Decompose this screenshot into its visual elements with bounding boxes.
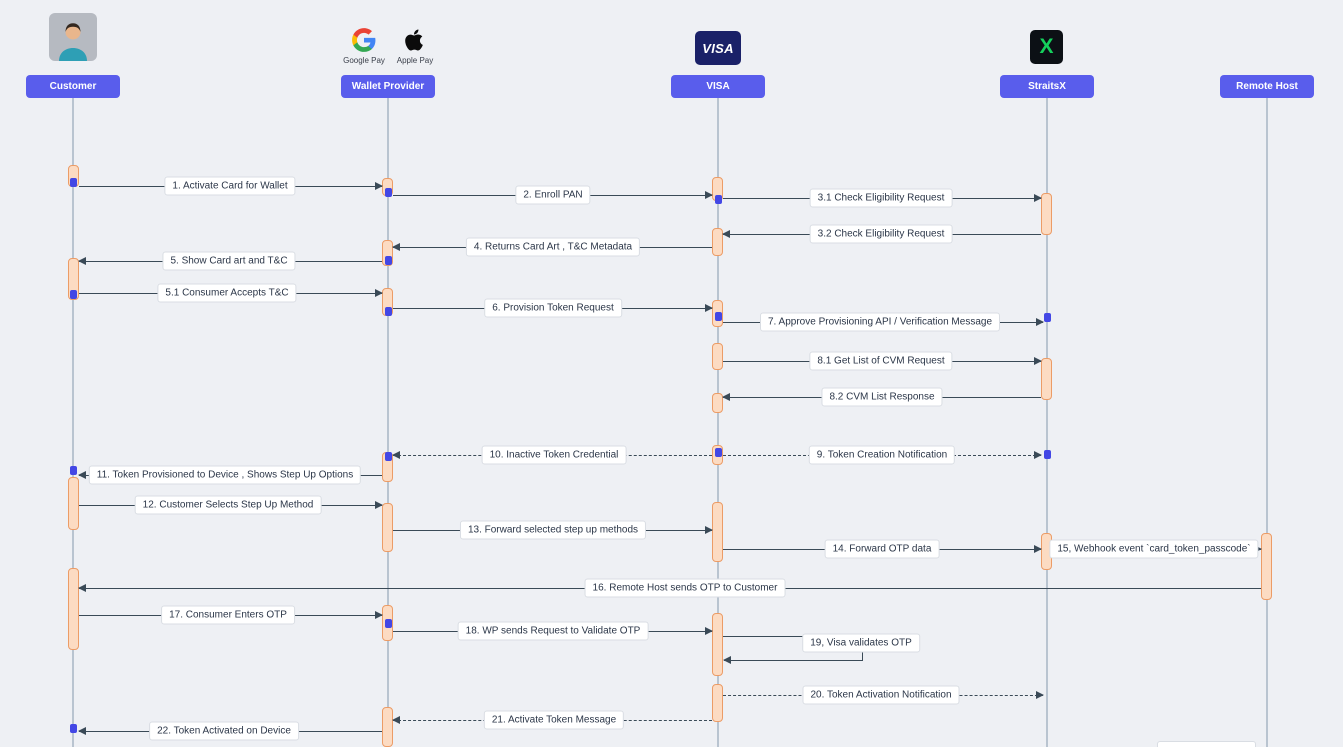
activation-marker — [69, 178, 77, 187]
message-label: 5.1 Consumer Accepts T&C — [157, 283, 297, 303]
activation-marker — [69, 290, 77, 299]
message-label: 12. Customer Selects Step Up Method — [134, 495, 322, 515]
message-label: 18. WP sends Request to Validate OTP — [457, 621, 649, 641]
activation — [712, 684, 723, 722]
activation — [67, 568, 79, 650]
actor-visa: VISA — [671, 75, 765, 98]
activation — [382, 503, 393, 552]
google-pay-icon — [351, 27, 377, 53]
message-label: 19, Visa validates OTP — [802, 633, 920, 653]
visa-logo: VISA — [695, 31, 741, 65]
lifeline-customer — [72, 98, 74, 747]
actor-remote-host: Remote Host — [1220, 75, 1314, 98]
lifeline-wallet-provider — [387, 98, 389, 747]
lifeline-straitsx — [1046, 98, 1048, 747]
activation-marker — [384, 307, 392, 316]
message-self-loop-bottom — [723, 655, 863, 664]
message-label: 21. Activate Token Message — [483, 710, 625, 730]
message-label: 22. Token Activated on Device — [149, 721, 299, 741]
actor-wallet-provider: Wallet Provider — [341, 75, 435, 98]
message-label: 5. Show Card art and T&C — [162, 251, 296, 271]
message-label: 8.2 CVM List Response — [821, 387, 943, 407]
message-label: 6. Provision Token Request — [484, 298, 622, 318]
activation — [382, 240, 393, 266]
message-self-loop-top — [723, 636, 863, 637]
google-pay-caption: Google Pay — [343, 56, 385, 65]
partial-message-label — [1157, 741, 1256, 747]
message-label: 17. Consumer Enters OTP — [161, 605, 295, 625]
apple-pay-icon — [404, 28, 424, 52]
activation — [712, 343, 723, 370]
message-label: 9. Token Creation Notification — [808, 445, 956, 465]
actor-straitsx: StraitsX — [1000, 75, 1094, 98]
message-label: 13. Forward selected step up methods — [459, 520, 647, 540]
actor-customer: Customer — [26, 75, 120, 98]
activation — [1261, 533, 1272, 600]
activation-marker — [384, 256, 392, 265]
activation-marker — [384, 452, 392, 461]
straitsx-logo: X — [1030, 30, 1063, 64]
message-label: 4. Returns Card Art , T&C Metadata — [465, 237, 641, 257]
message-label: 8.1 Get List of CVM Request — [809, 351, 953, 371]
apple-pay-caption: Apple Pay — [396, 56, 434, 65]
activation-marker — [714, 448, 722, 457]
lifeline-remote-host — [1266, 98, 1268, 747]
lifeline-visa — [717, 98, 719, 747]
message-label: 14. Forward OTP data — [824, 539, 940, 559]
message-label: 1. Activate Card for Wallet — [164, 176, 296, 196]
activation-marker — [384, 619, 392, 628]
message-label: 2. Enroll PAN — [515, 185, 591, 205]
activation-marker — [714, 195, 722, 204]
activation-marker — [1043, 313, 1051, 322]
activation — [712, 502, 723, 562]
message-label: 3.1 Check Eligibility Request — [809, 188, 953, 208]
activation — [712, 613, 723, 676]
message-label: 3.2 Check Eligibility Request — [809, 224, 953, 244]
activation-marker — [69, 724, 77, 733]
activation-marker — [69, 466, 77, 475]
activation — [67, 477, 79, 530]
activation-marker — [1043, 450, 1051, 459]
activation-marker — [714, 312, 722, 321]
activation — [67, 258, 79, 300]
activation — [1041, 358, 1052, 400]
activation — [712, 393, 723, 413]
message-label: 20. Token Activation Notification — [802, 685, 960, 705]
activation — [712, 228, 723, 256]
message-label: 10. Inactive Token Credential — [481, 445, 627, 465]
message-label: 11. Token Provisioned to Device , Shows … — [88, 465, 362, 485]
message-label: 7. Approve Provisioning API / Verificati… — [759, 312, 1001, 332]
activation-marker — [384, 188, 392, 197]
message-label: 16. Remote Host sends OTP to Customer — [584, 578, 786, 598]
activation — [382, 707, 393, 747]
message-label: 15, Webhook event `card_token_passcode` — [1049, 539, 1259, 559]
activation — [1041, 193, 1052, 235]
customer-avatar-icon — [49, 13, 97, 61]
